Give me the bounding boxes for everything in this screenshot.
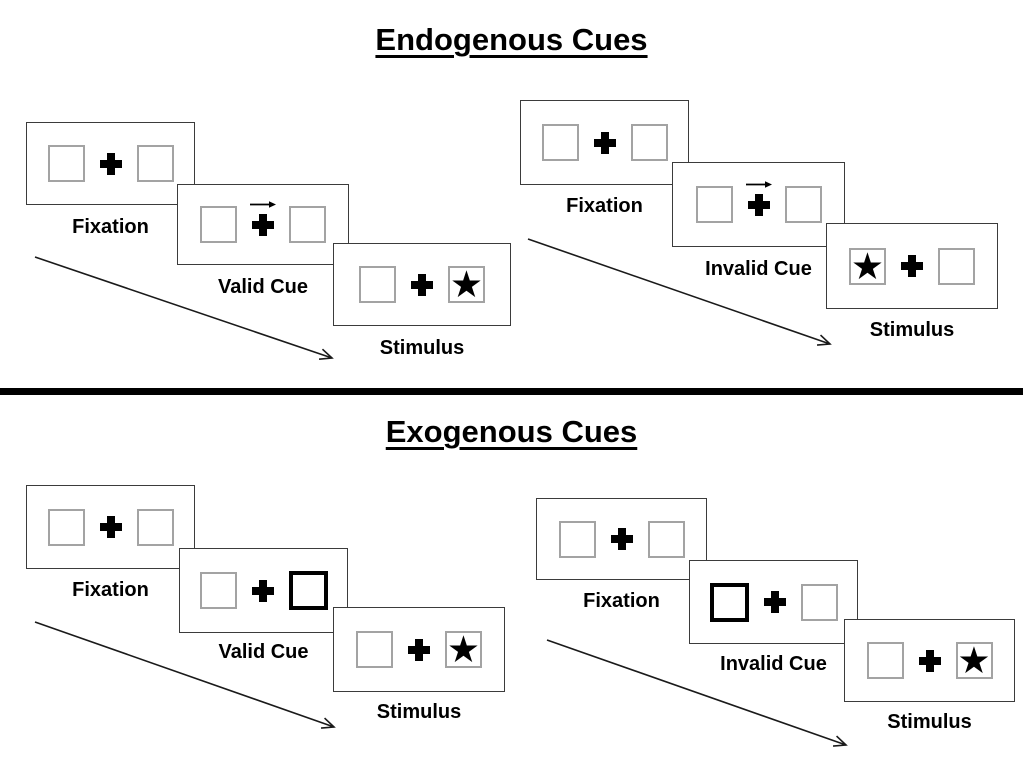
plus-fixation-icon [411, 273, 433, 296]
left-placeholder-box: ★ [849, 244, 886, 288]
plus-fixation-icon [408, 638, 430, 661]
fixation-cross-cell [918, 649, 941, 672]
star-stimulus-icon: ★ [957, 639, 991, 682]
right-placeholder-box [136, 145, 174, 182]
right-placeholder-box: ★ [445, 631, 482, 668]
right-placeholder-box [136, 508, 174, 546]
panel-label-fixation: Fixation [583, 590, 660, 612]
fixation-cross-cell [251, 579, 274, 602]
panel-label-invalid-cue: Invalid Cue [720, 653, 827, 675]
panel-label-fixation: Fixation [72, 579, 149, 601]
exogenous-valid-fixation-panel [26, 485, 195, 569]
plus-fixation-icon [252, 213, 274, 236]
endogenous-section-title: Endogenous Cues [375, 22, 648, 57]
fixation-cross-cell [250, 200, 276, 236]
panel-label-fixation: Fixation [72, 216, 149, 238]
fixation-cross-cell [99, 152, 122, 175]
right-placeholder-box [938, 247, 975, 285]
fixation-cross-cell [408, 638, 430, 661]
left-placeholder-box [356, 631, 393, 668]
right-placeholder-box-cue-highlight [288, 571, 328, 610]
plus-fixation-icon [251, 579, 274, 602]
panel-label-stimulus: Stimulus [379, 337, 465, 359]
exogenous-valid-stimulus-panel: ★ [333, 607, 505, 692]
panel-label-stimulus: Stimulus [869, 319, 955, 341]
panel-label-stimulus: Stimulus [887, 711, 972, 733]
fixation-cross-cell [763, 591, 786, 613]
cue-arrow-right-icon [745, 180, 772, 189]
fixation-cross-cell [610, 528, 633, 550]
endogenous-invalid-cue-panel [672, 162, 845, 247]
right-placeholder-box [800, 583, 838, 621]
panel-label-valid-cue: Valid Cue [218, 641, 309, 663]
plus-fixation-icon [747, 193, 770, 216]
plus-fixation-icon [99, 152, 122, 175]
left-placeholder-box [199, 572, 237, 609]
fixation-cross-cell [901, 255, 923, 277]
right-placeholder-box [647, 520, 685, 558]
panel-label-stimulus: Stimulus [376, 701, 462, 723]
plus-fixation-icon [901, 255, 923, 277]
endogenous-valid-stimulus-panel: ★ [333, 243, 511, 326]
plus-fixation-icon [593, 131, 616, 154]
fixation-cross-cell [593, 131, 616, 154]
exogenous-invalid-fixation-panel [536, 498, 707, 580]
left-placeholder-box [200, 206, 237, 243]
plus-fixation-icon [918, 649, 941, 672]
right-placeholder-box [289, 206, 326, 243]
endogenous-invalid-fixation-panel [520, 100, 689, 185]
panel-label-fixation: Fixation [566, 195, 643, 217]
exogenous-invalid-cue-panel [689, 560, 858, 644]
star-stimulus-icon: ★ [449, 263, 484, 306]
fixation-cross-cell [411, 273, 433, 296]
timeline-arrow-endogenous-invalid [527, 238, 832, 346]
exogenous-invalid-stimulus-panel: ★ [844, 619, 1015, 702]
endogenous-valid-fixation-panel [26, 122, 195, 205]
fixation-cross-cell [745, 180, 772, 216]
exogenous-section-title: Exogenous Cues [385, 414, 638, 449]
panel-label-valid-cue: Valid Cue [217, 276, 309, 298]
left-placeholder-box-cue-highlight [709, 582, 749, 622]
plus-fixation-icon [610, 528, 633, 550]
right-placeholder-box: ★ [448, 266, 485, 303]
left-placeholder-box [866, 642, 904, 679]
section-divider [0, 388, 1023, 395]
right-placeholder-box: ★ [955, 639, 993, 682]
left-placeholder-box [359, 266, 396, 303]
cue-arrow-right-icon [250, 200, 276, 209]
left-placeholder-box [47, 508, 85, 546]
right-placeholder-box [784, 186, 822, 223]
left-placeholder-box [695, 186, 733, 223]
left-placeholder-box [47, 145, 85, 182]
endogenous-valid-cue-panel [177, 184, 349, 265]
exogenous-valid-cue-panel [179, 548, 348, 633]
right-placeholder-box [630, 124, 668, 161]
timeline-arrow-endogenous-valid [34, 256, 334, 360]
fixation-cross-cell [99, 516, 122, 538]
star-stimulus-icon: ★ [446, 628, 481, 671]
panel-label-invalid-cue: Invalid Cue [705, 258, 812, 280]
plus-fixation-icon [99, 516, 122, 538]
left-placeholder-box [541, 124, 579, 161]
endogenous-invalid-stimulus-panel: ★ [826, 223, 998, 309]
plus-fixation-icon [763, 591, 786, 613]
star-stimulus-icon: ★ [850, 244, 885, 288]
timeline-arrow-exogenous-valid [34, 621, 336, 729]
left-placeholder-box [558, 520, 596, 558]
